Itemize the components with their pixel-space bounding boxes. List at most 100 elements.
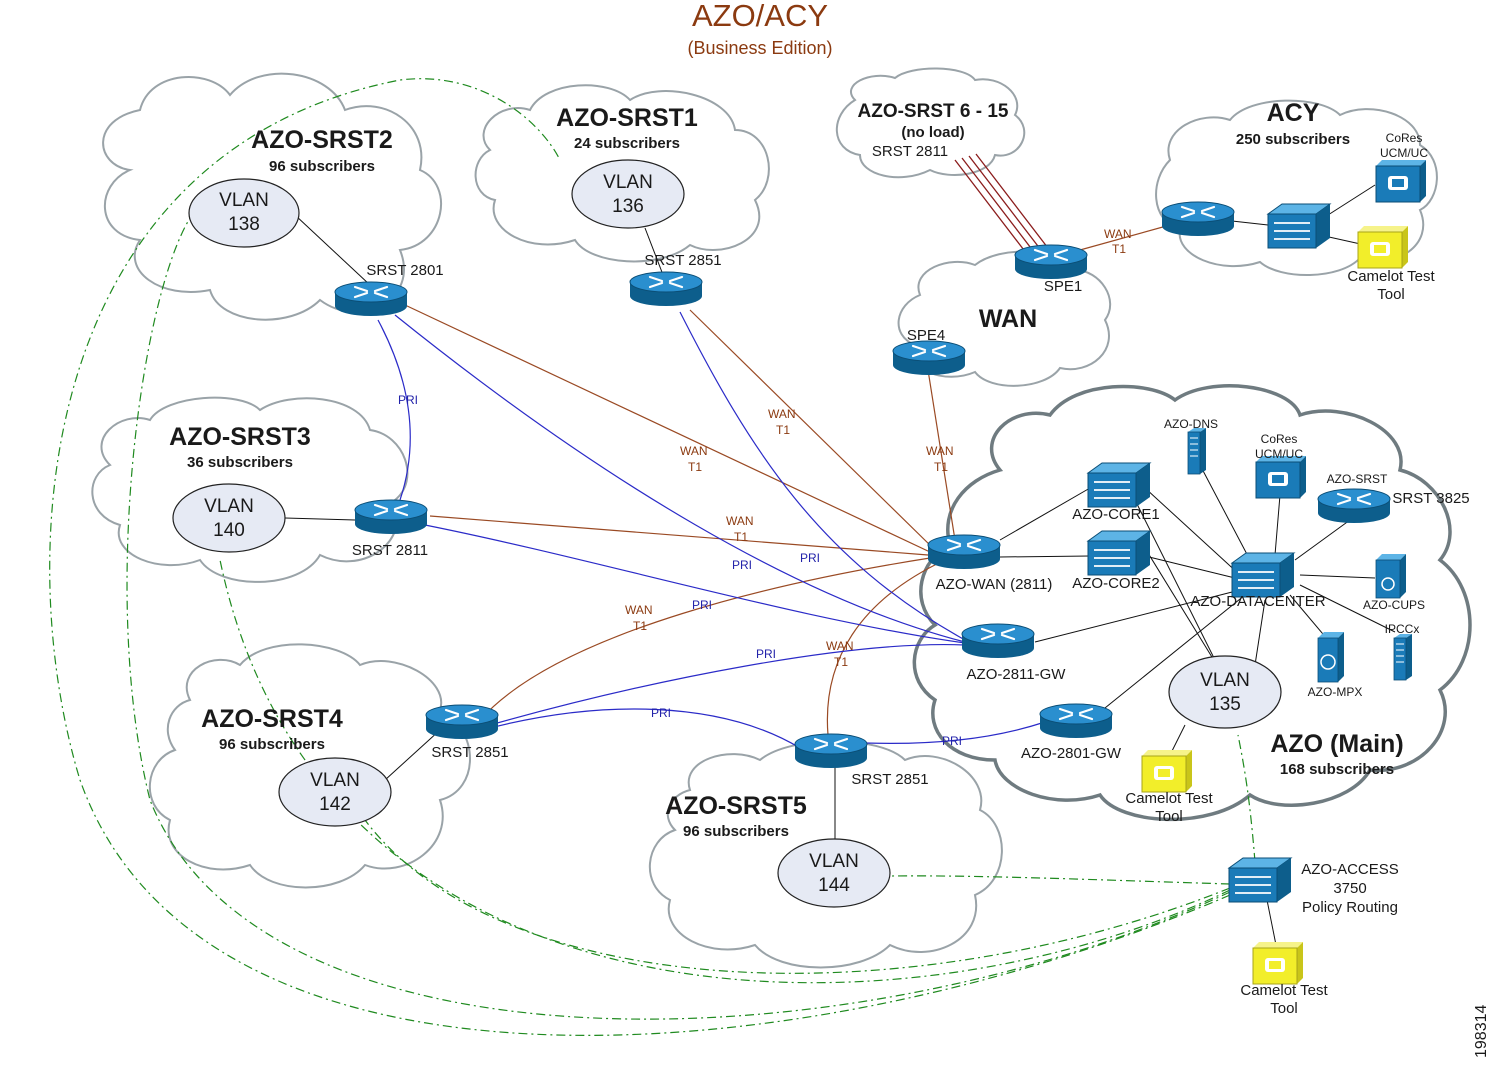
tool-label: Camelot Test xyxy=(1347,268,1435,285)
vlan-140: VLAN 140 xyxy=(172,483,286,553)
switch-label: 3750 xyxy=(1333,880,1366,897)
pri-label: PRI xyxy=(732,558,752,572)
tool-label: Tool xyxy=(1377,286,1405,303)
callmanager-label: UCM/UC xyxy=(1255,447,1303,461)
switch-label: Policy Routing xyxy=(1302,899,1398,916)
callmanager-acy: CoRes UCM/UC xyxy=(1375,131,1428,203)
diagram-title: AZO/ACY xyxy=(692,0,828,33)
camelot-test-tool-access: Camelot Test Tool xyxy=(1240,941,1328,1017)
router-azo-2801-gw: AZO-2801-GW xyxy=(1021,702,1122,762)
vlan-142: VLAN 142 xyxy=(278,757,392,827)
pri-links xyxy=(377,311,1046,749)
router-label: SRST 2801 xyxy=(366,262,443,279)
vlan-label: VLAN xyxy=(1200,670,1250,691)
vlan-label: VLAN xyxy=(219,190,269,211)
wan-label: WAN xyxy=(826,639,854,653)
t1-label: T1 xyxy=(734,530,748,544)
cloud-subtitle-srst4: 96 subscribers xyxy=(219,736,325,753)
cloud-title-srst2: AZO-SRST2 xyxy=(251,126,393,154)
switch-label: AZO-DATACENTER xyxy=(1190,593,1325,610)
cloud-azo-srst-6-15 xyxy=(835,67,1026,179)
switch-label: AZO-CORE2 xyxy=(1072,575,1160,592)
wan-label: WAN xyxy=(625,603,653,617)
vlan-135: VLAN 135 xyxy=(1168,655,1282,729)
cloud-subtitle-srst3: 36 subscribers xyxy=(187,454,293,471)
t1-label: T1 xyxy=(1112,242,1126,256)
wan-label: WAN xyxy=(768,407,796,421)
vlan-number: 140 xyxy=(213,520,245,541)
wan-label: WAN xyxy=(726,514,754,528)
cloud-title-acy: ACY xyxy=(1267,99,1320,127)
switch-azo-core1: AZO-CORE1 xyxy=(1072,462,1160,523)
cloud-subtitle-srst2: 96 subscribers xyxy=(269,158,375,175)
vlan-label: VLAN xyxy=(204,496,254,517)
vlan-138: VLAN 138 xyxy=(188,178,300,248)
router-spe4: SPE4 xyxy=(891,327,967,377)
vlan-label: VLAN xyxy=(809,851,859,872)
pri-label: PRI xyxy=(756,647,776,661)
pri-label: PRI xyxy=(651,706,671,720)
server-azo-mpx: AZO-MPX xyxy=(1308,632,1362,699)
tool-label: Tool xyxy=(1155,808,1183,825)
wan-label: WAN xyxy=(680,444,708,458)
router-azo-wan: AZO-WAN (2811) xyxy=(926,533,1052,593)
cloud-title-wan: WAN xyxy=(979,305,1037,333)
vlan-number: 144 xyxy=(818,875,850,896)
router-azo-srst: AZO-SRST SRST 3825 xyxy=(1316,472,1470,525)
switch-acy xyxy=(1267,203,1331,249)
vlan-number: 136 xyxy=(612,196,644,217)
callmanager-label: CoRes xyxy=(1386,131,1423,145)
router-srst2851-srst5: SRST 2851 xyxy=(793,732,929,788)
callmanager-label: UCM/UC xyxy=(1380,146,1428,160)
router-acy xyxy=(1160,200,1236,238)
lan-links xyxy=(284,184,1396,956)
router-azo-2811-gw: AZO-2811-GW xyxy=(960,622,1067,683)
vlan-number: 142 xyxy=(319,794,351,815)
server-azo-dns: AZO-DNS xyxy=(1164,417,1218,475)
srst-6-15-router-label: SRST 2811 xyxy=(872,143,948,160)
camelot-test-tool-main: Camelot Test Tool xyxy=(1125,749,1213,825)
router-label: SPE1 xyxy=(1044,278,1082,295)
wan-label: WAN xyxy=(1104,227,1132,241)
switch-azo-core2: AZO-CORE2 xyxy=(1072,530,1160,592)
diagram-subtitle: (Business Edition) xyxy=(687,38,832,58)
policy-routing-links xyxy=(49,78,1256,1036)
cloud-title-srst3: AZO-SRST3 xyxy=(169,423,311,451)
cloud-title-srst4: AZO-SRST4 xyxy=(201,705,343,733)
router-label: AZO-2801-GW xyxy=(1021,745,1122,762)
vlan-144: VLAN 144 xyxy=(777,838,891,908)
callmanager-label: CoRes xyxy=(1261,432,1298,446)
cloud-subtitle-srst-6-15: (no load) xyxy=(901,124,964,141)
server-ipccx: IPCCx xyxy=(1385,622,1420,681)
srst-6-15-links xyxy=(954,153,1052,259)
router-label: SPE4 xyxy=(907,327,945,344)
vlan-label: VLAN xyxy=(603,172,653,193)
pri-label: PRI xyxy=(692,598,712,612)
t1-label: T1 xyxy=(834,655,848,669)
server-label: AZO-CUPS xyxy=(1363,598,1425,612)
vlan-number: 138 xyxy=(228,214,260,235)
wan-t1-links xyxy=(404,224,1171,736)
vlan-136: VLAN 136 xyxy=(571,159,685,229)
pri-label: PRI xyxy=(398,393,418,407)
server-label: IPCCx xyxy=(1385,622,1420,636)
router-srst2851-srst4: SRST 2851 xyxy=(424,703,509,761)
wan-label: WAN xyxy=(926,444,954,458)
router-spe1: SPE1 xyxy=(1013,243,1089,295)
router-srst2801: SRST 2801 xyxy=(333,262,444,318)
tool-label: Camelot Test xyxy=(1125,790,1213,807)
cloud-subtitle-acy: 250 subscribers xyxy=(1236,131,1350,148)
cloud-title-main: AZO (Main) xyxy=(1270,730,1403,758)
cloud-title-srst-6-15: AZO-SRST 6 - 15 xyxy=(858,101,1009,122)
switch-azo-datacenter: AZO-DATACENTER xyxy=(1190,552,1326,610)
cloud-title-srst5: AZO-SRST5 xyxy=(665,792,807,820)
cloud-subtitle-srst1: 24 subscribers xyxy=(574,135,680,152)
switch-label: AZO-CORE1 xyxy=(1072,506,1160,523)
t1-label: T1 xyxy=(934,460,948,474)
router-label: SRST 2851 xyxy=(851,771,928,788)
router-label: AZO-2811-GW xyxy=(967,666,1067,683)
pri-label: PRI xyxy=(800,551,820,565)
router-label: AZO-SRST xyxy=(1327,472,1388,486)
router-label: SRST 2851 xyxy=(644,252,721,269)
